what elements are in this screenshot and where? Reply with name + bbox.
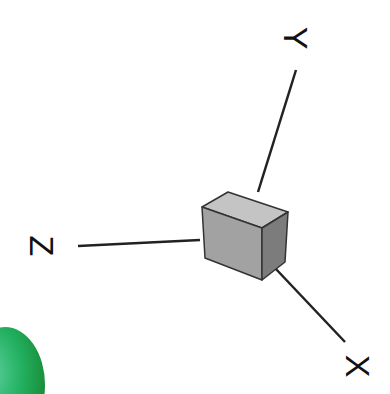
green-blob <box>0 327 45 394</box>
y-axis-label: Y <box>279 27 313 50</box>
x-axis-line <box>275 268 345 342</box>
y-axis-line <box>258 70 296 192</box>
x-axis-label: X <box>341 355 375 378</box>
z-axis-line <box>78 240 200 246</box>
cube <box>202 192 288 280</box>
z-axis-label: Z <box>25 236 59 257</box>
